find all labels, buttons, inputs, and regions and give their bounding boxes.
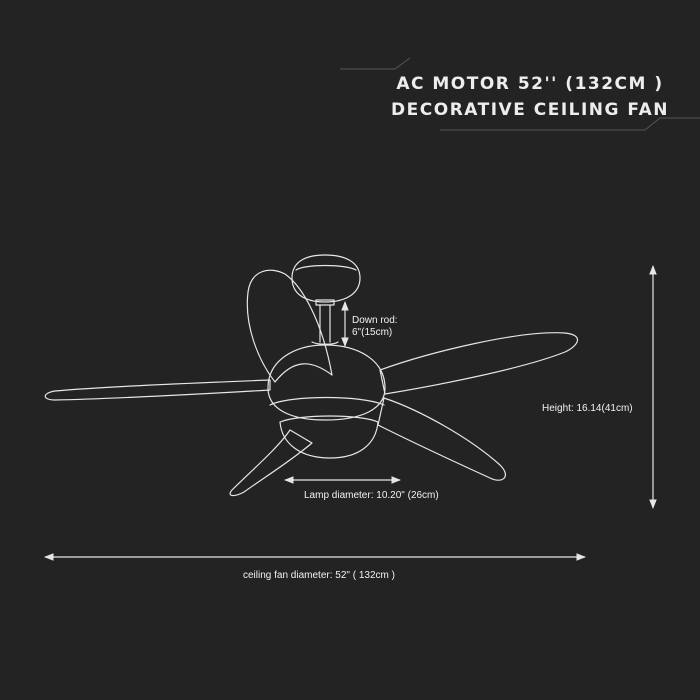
title-decoration-lines (340, 57, 700, 131)
ceiling-canopy (291, 254, 361, 303)
fan-blade-right-lower (377, 397, 506, 481)
fan-blade-bottom-left (229, 429, 313, 497)
fan-blade-rear (246, 269, 333, 383)
down-rod-label: Down rod: 6"(15cm) (352, 315, 398, 339)
down-rod (311, 299, 339, 345)
motor-housing (267, 344, 386, 421)
lamp-globe (279, 415, 379, 459)
title-line-2: DECORATIVE CEILING FAN (391, 100, 669, 120)
height-label: Height: 16.14(41cm) (542, 403, 633, 414)
fan-blade-right-upper (379, 332, 578, 395)
dimension-lines (44, 265, 657, 561)
down-rod-label-text: Down rod: (352, 315, 398, 326)
ceiling-fan-drawing (44, 254, 578, 497)
lamp-diameter-label: Lamp diameter: 10.20" (26cm) (304, 490, 439, 501)
fan-diameter-label: ceiling fan diameter: 52" ( 132cm ) (243, 570, 395, 581)
title-line-1: AC MOTOR 52'' (132CM ) (396, 74, 664, 94)
fan-blade-left (44, 379, 271, 401)
down-rod-label-value: 6"(15cm) (352, 327, 393, 338)
